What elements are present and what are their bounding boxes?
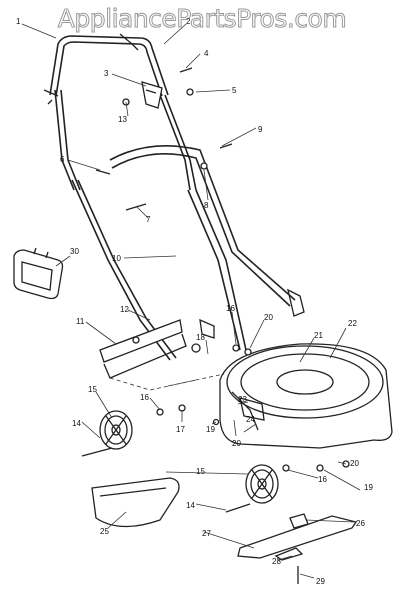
callout-14b: 14 (186, 501, 195, 510)
callout-30: 30 (70, 247, 79, 256)
front-wheel (245, 464, 279, 504)
callout-26: 26 (356, 519, 365, 528)
callout-28: 28 (272, 557, 281, 566)
callout-29: 29 (316, 577, 325, 586)
rear-flap-bracket (13, 247, 64, 300)
callout-16: 16 (140, 393, 149, 402)
callout-13: 13 (118, 115, 127, 124)
callout-19b: 19 (364, 483, 373, 492)
callout-27: 27 (202, 529, 211, 538)
handle-bracket (141, 81, 163, 109)
leader-lines (21, 23, 361, 579)
callout-labels: 1 2 3 4 5 6 7 8 9 10 11 12 13 14 15 16 1… (16, 17, 373, 586)
callout-6: 6 (60, 155, 65, 164)
hardware (81, 67, 350, 513)
callout-20c: 20 (350, 459, 359, 468)
callout-1: 1 (16, 17, 21, 26)
callout-20: 20 (264, 313, 273, 322)
callout-4: 4 (204, 49, 209, 58)
callout-5: 5 (232, 86, 237, 95)
callout-19: 19 (206, 425, 215, 434)
callout-20b: 20 (232, 439, 241, 448)
callout-12: 12 (120, 305, 129, 314)
upper-handle (43, 33, 197, 191)
callout-14: 14 (72, 419, 81, 428)
callout-25: 25 (100, 527, 109, 536)
callout-15b: 15 (196, 467, 205, 476)
callout-17: 17 (176, 425, 185, 434)
callout-8: 8 (204, 201, 209, 210)
callout-3: 3 (104, 69, 109, 78)
mower-deck (167, 343, 393, 449)
callout-15: 15 (88, 385, 97, 394)
callout-11: 11 (76, 317, 85, 326)
callout-23: 23 (238, 395, 247, 404)
callout-24: 24 (246, 415, 255, 424)
callout-2: 2 (186, 17, 191, 26)
callout-10: 10 (112, 254, 121, 263)
callout-16c: 16 (318, 475, 327, 484)
callout-21: 21 (314, 331, 323, 340)
callout-16b: 16 (226, 304, 235, 313)
rear-bracket (99, 319, 197, 391)
watermark: AppliancePartsPros.com (57, 4, 347, 34)
callout-18: 18 (196, 333, 205, 342)
callout-9: 9 (258, 125, 263, 134)
rear-wheel (99, 410, 133, 450)
callout-7: 7 (146, 215, 151, 224)
callout-22: 22 (348, 319, 357, 328)
blade (237, 513, 358, 584)
side-chute (91, 477, 180, 528)
